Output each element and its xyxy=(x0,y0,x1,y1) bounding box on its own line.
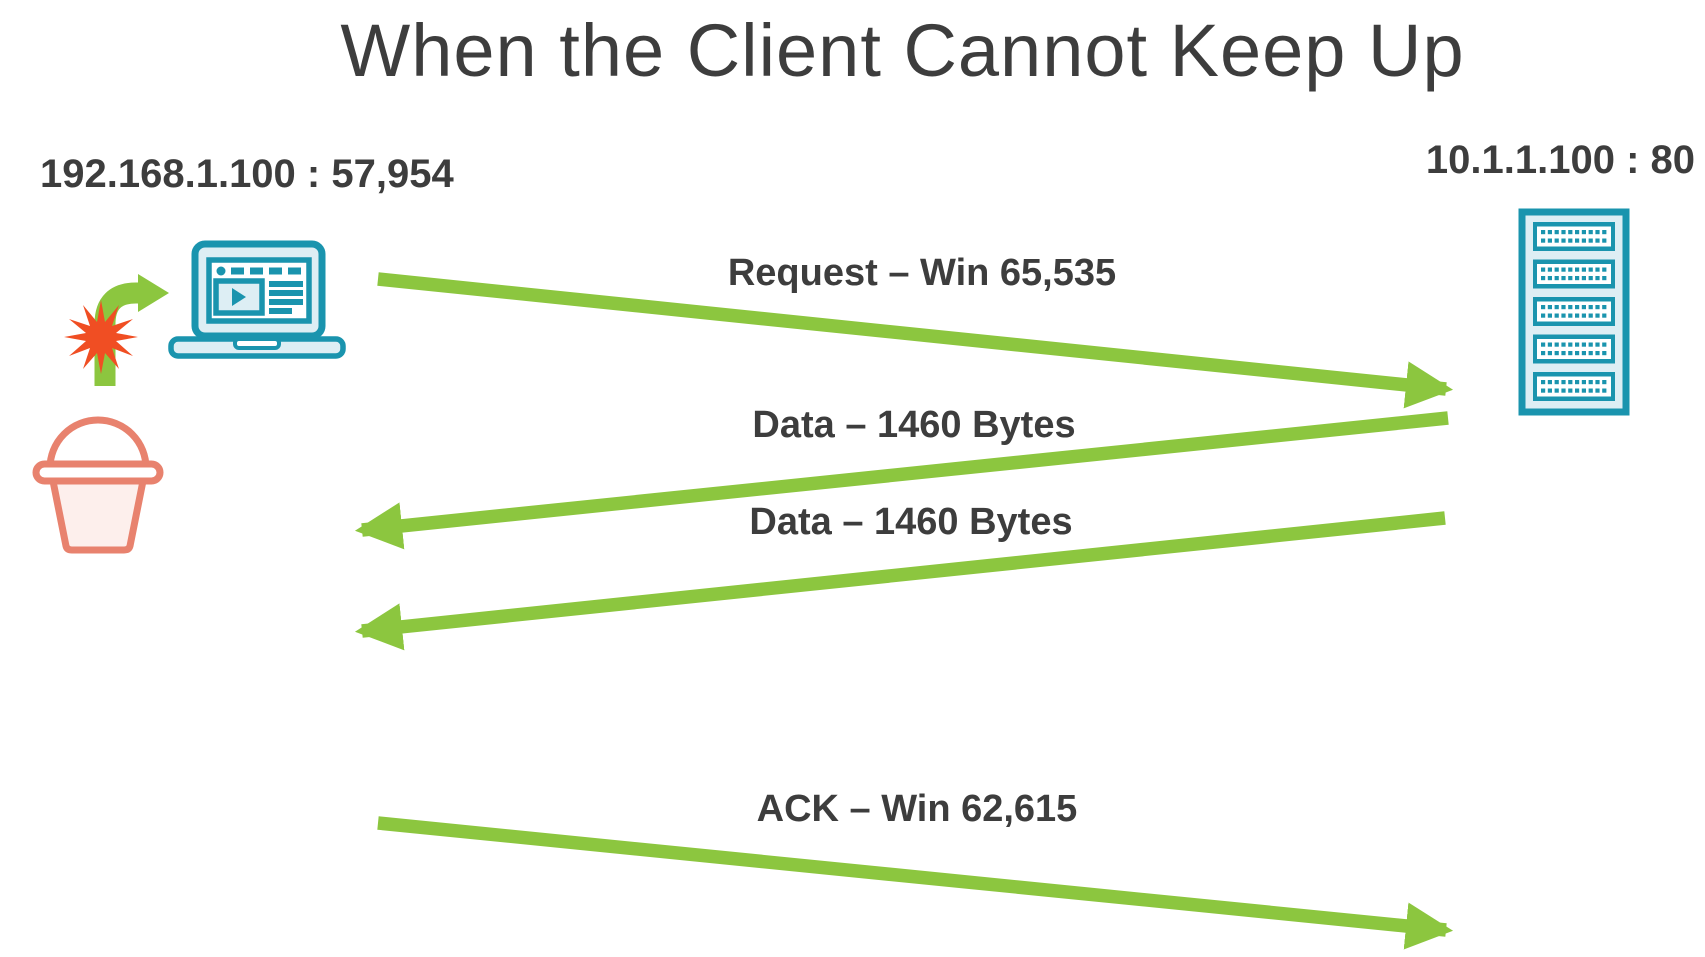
message-label-request: Request – Win 65,535 xyxy=(727,252,1117,294)
diagram-title: When the Client Cannot Keep Up xyxy=(340,9,1465,92)
message-label-data-2: Data – 1460 Bytes xyxy=(749,501,1073,543)
bucket-icon xyxy=(32,416,164,554)
server-rack-icon xyxy=(1518,208,1630,416)
crash-arrow-icon xyxy=(64,274,169,386)
play-icon xyxy=(232,288,246,306)
burst-icon xyxy=(64,300,138,374)
server-address-label: 10.1.1.100 : 80 xyxy=(1425,138,1695,182)
video-laptop-icon xyxy=(168,240,346,359)
data-arrow-1 xyxy=(354,411,1449,550)
message-label-data-1: Data – 1460 Bytes xyxy=(752,404,1076,446)
request-arrow xyxy=(377,272,1454,409)
data-arrow-2 xyxy=(354,511,1446,651)
ack-arrow xyxy=(377,816,1454,950)
message-label-ack: ACK – Win 62,615 xyxy=(756,788,1078,830)
client-address-label: 192.168.1.100 : 57,954 xyxy=(40,152,454,196)
